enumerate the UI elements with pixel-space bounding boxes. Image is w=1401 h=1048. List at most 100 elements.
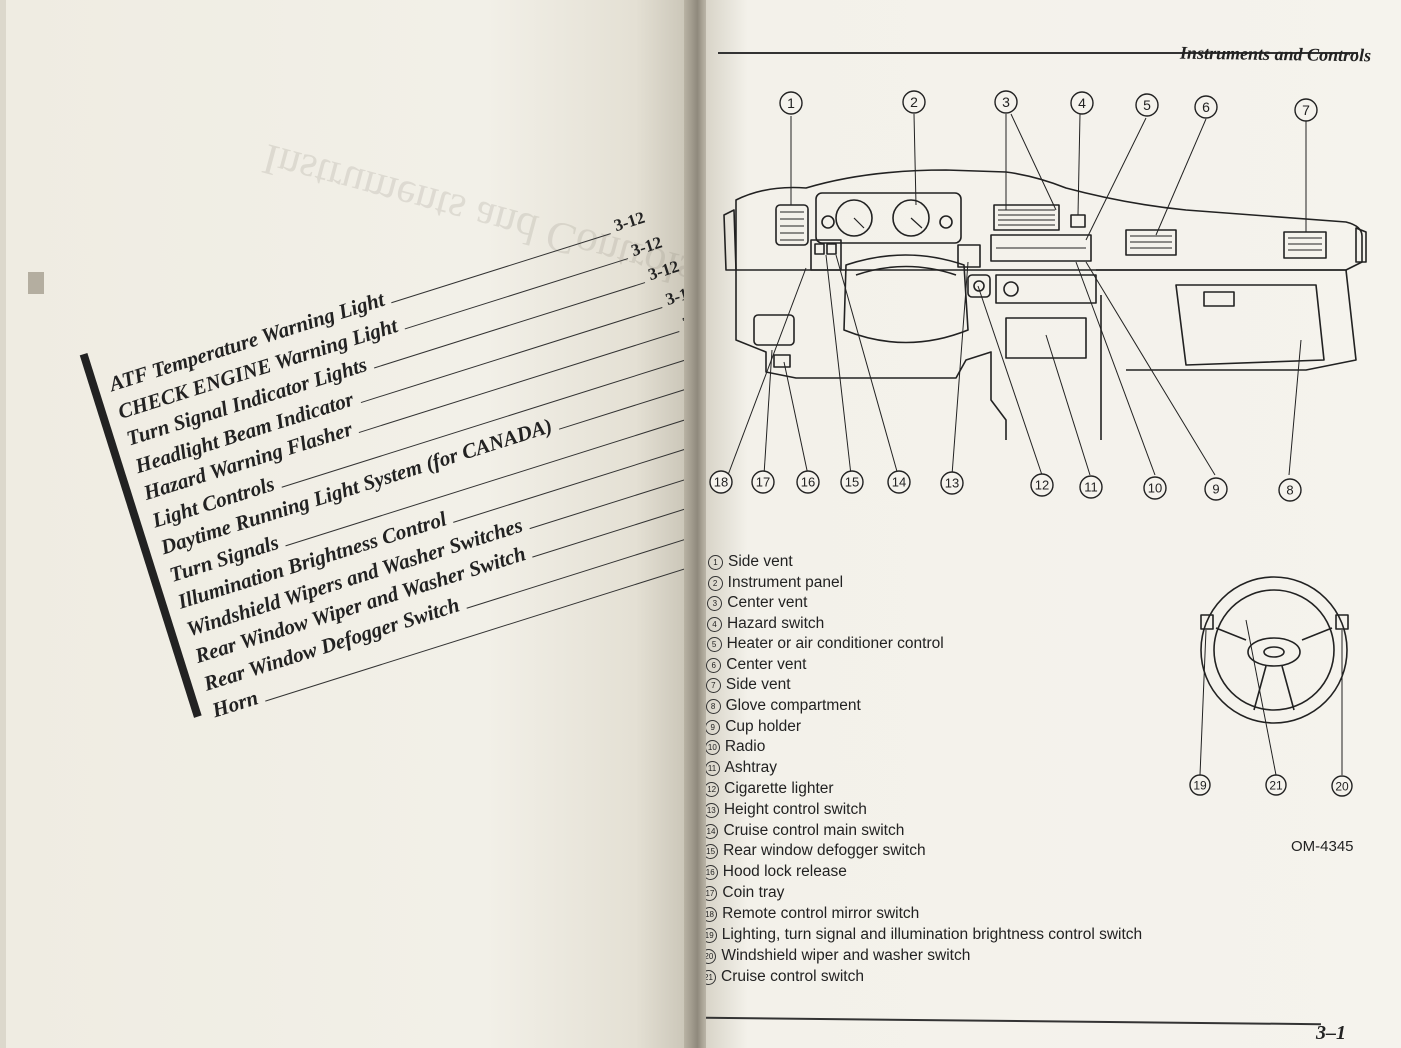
- callout-number: 2: [910, 94, 918, 110]
- legend-label: Radio: [724, 738, 766, 756]
- legend-number: 16: [706, 865, 718, 881]
- radio: [995, 274, 1097, 304]
- light-stalk: [1200, 614, 1214, 630]
- callout-circle: [1143, 476, 1167, 500]
- callout-leaders: [727, 113, 1343, 776]
- legend-number: 20: [706, 948, 717, 964]
- toc-entry-label: Horn: [209, 685, 261, 723]
- callout-circle: [1294, 98, 1318, 122]
- legend-number: 3: [707, 596, 723, 612]
- callout-number: 9: [1212, 482, 1219, 497]
- center-vent-right: [1125, 229, 1177, 256]
- page-tab-marker: [28, 272, 44, 294]
- callout-circle: [796, 470, 820, 494]
- cigarette-lighter: [967, 274, 991, 298]
- legend-label: Remote control mirror switch: [722, 904, 920, 922]
- callout-circle: [1331, 775, 1353, 797]
- callout-number: 13: [945, 476, 959, 491]
- dash-outline: [735, 169, 1363, 271]
- legend-label: Coin tray: [722, 884, 785, 902]
- callout-number: 18: [714, 475, 728, 490]
- callout-number: 14: [892, 475, 906, 490]
- callout-number: 21: [1269, 778, 1283, 792]
- callout-number: 1: [787, 95, 795, 111]
- legend-label: Height control switch: [723, 800, 867, 818]
- legend-label: Center vent: [726, 655, 807, 673]
- wiper-stalk: [1335, 614, 1349, 630]
- callout-circle: [1265, 774, 1287, 796]
- callout-number: 17: [756, 475, 770, 490]
- legend-number: 14: [706, 823, 719, 839]
- side-vent-left: [775, 204, 809, 246]
- legend-label: Hood lock release: [722, 863, 847, 881]
- legend-number: 9: [706, 719, 721, 735]
- legend-number: 17: [706, 886, 718, 902]
- legend-number: 21: [706, 969, 716, 985]
- legend-label: Cruise control main switch: [723, 821, 905, 839]
- coin-tray: [753, 314, 795, 346]
- legend-label: Side vent: [725, 676, 791, 694]
- callout-circle: [1278, 478, 1302, 502]
- side-vent-right: [1283, 231, 1327, 259]
- legend-number: 13: [706, 802, 719, 818]
- callout-circle: [1070, 91, 1094, 115]
- legend-label: Side vent: [728, 553, 793, 570]
- center-vent: [993, 204, 1060, 231]
- callout-circle: [1189, 774, 1211, 796]
- callout-number: 15: [845, 475, 859, 490]
- hazard-switch: [1070, 214, 1086, 228]
- callout-circle: [940, 471, 964, 495]
- hood-release: [773, 354, 791, 368]
- callout-number: 7: [1302, 102, 1310, 118]
- header-rule: [718, 52, 1358, 54]
- callout-number: 6: [1202, 99, 1210, 115]
- legend-number: 1: [708, 555, 723, 570]
- legend-number: 15: [706, 844, 719, 860]
- steering-wheel-top: [843, 254, 969, 344]
- callout-circle: [902, 90, 926, 114]
- callout-circle: [1079, 475, 1103, 499]
- dash-lower: [735, 270, 1007, 440]
- legend-number: 6: [706, 657, 722, 673]
- legend-item: 1 Side vent: [708, 553, 793, 571]
- legend-number: 4: [706, 616, 722, 632]
- callout-circle: [1030, 473, 1054, 497]
- left-page: Instruments and Controls ATF Temperature…: [6, 0, 690, 1048]
- diagram-code: OM-4345: [1291, 838, 1354, 855]
- callout-circle: [779, 91, 803, 115]
- heater-control: [990, 234, 1092, 262]
- callout-number: 8: [1286, 483, 1293, 498]
- legend-label: Heater or air conditioner control: [726, 635, 944, 653]
- legend-number: 19: [706, 927, 717, 943]
- legend-number: 5: [706, 637, 722, 653]
- callout-circle: [994, 90, 1018, 114]
- callout-circle: [887, 470, 911, 494]
- legend-label: Glove compartment: [725, 697, 861, 715]
- speedometer-dial: [835, 199, 873, 237]
- callout-number: 10: [1148, 481, 1162, 496]
- ashtray: [1005, 317, 1087, 359]
- legend-label: Center vent: [727, 594, 808, 612]
- legend-number: 18: [706, 906, 718, 922]
- callout-circle: [751, 470, 775, 494]
- callout-circle: [1194, 95, 1218, 119]
- callout-number: 5: [1143, 97, 1151, 113]
- callout-circle: [1135, 93, 1159, 117]
- callout-number: 12: [1035, 478, 1049, 493]
- cluster-housing: [815, 192, 962, 244]
- legend-label: Cup holder: [725, 717, 802, 735]
